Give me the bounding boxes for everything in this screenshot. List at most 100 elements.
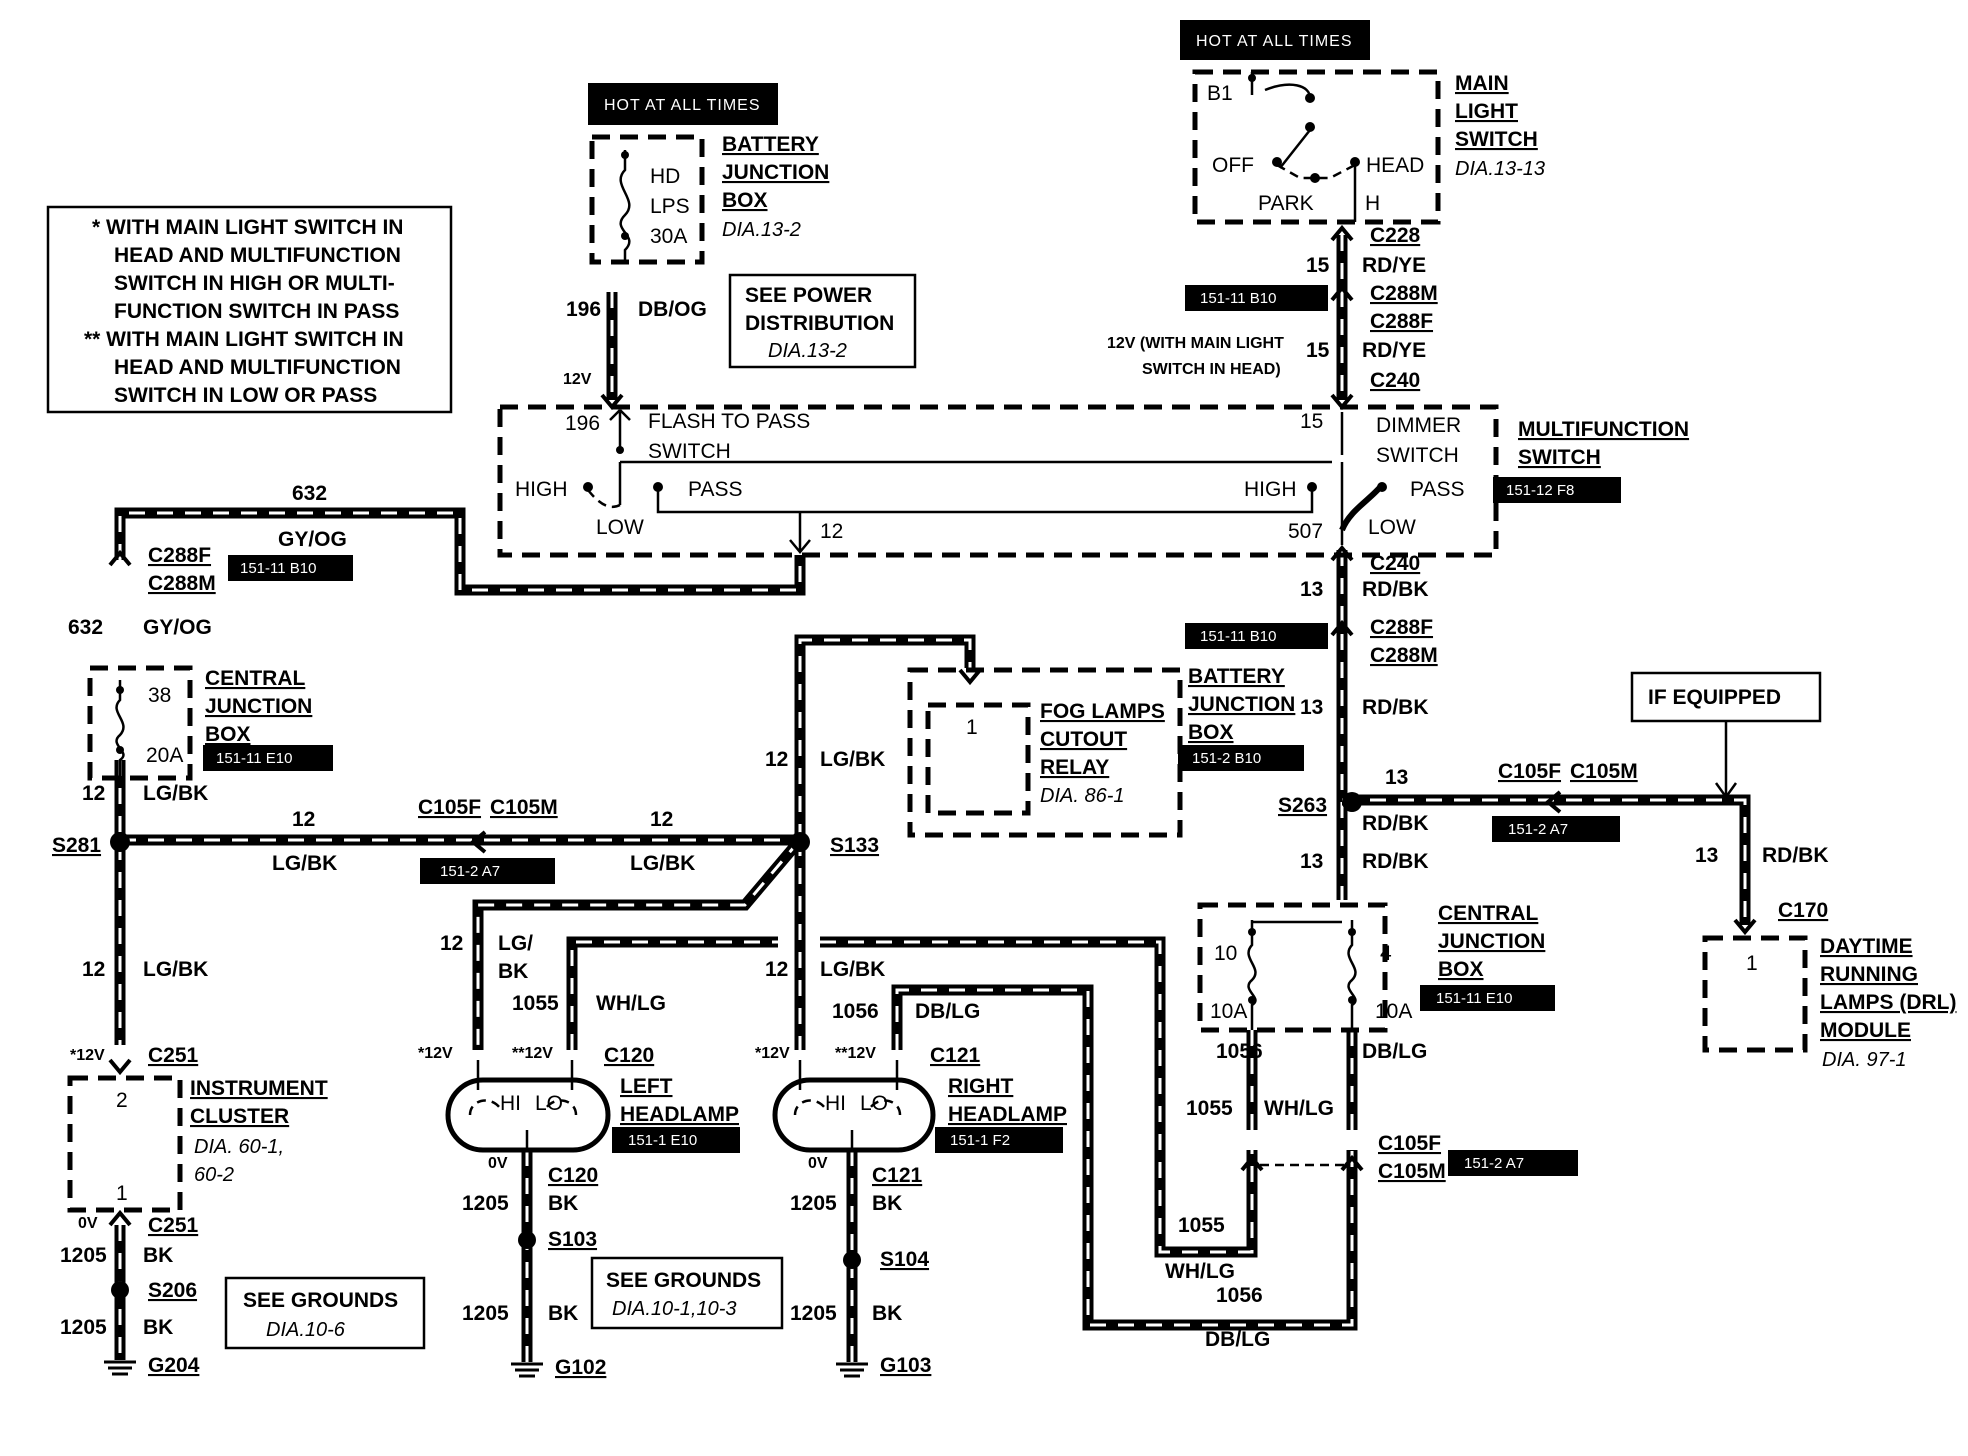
diagram-label: HIGH: [1244, 478, 1297, 501]
diagram-label: C120: [604, 1044, 654, 1067]
diagram-label: BK: [548, 1302, 578, 1325]
splice-dots: [110, 792, 1362, 1299]
diagram-label: LG/BK: [630, 852, 695, 875]
main-light-switch-internals: [1248, 72, 1360, 222]
diagram-label: 1055: [1178, 1214, 1225, 1237]
if-equipped-box: [1630, 671, 1822, 723]
diagram-label: BK: [143, 1244, 173, 1267]
notes-text: * WITH MAIN LIGHT SWITCH IN HEAD AND MUL…: [84, 216, 404, 407]
diagram-label: BOX: [1438, 958, 1484, 981]
see-power-box: [728, 273, 917, 369]
diagram-label: 632: [292, 482, 327, 505]
note-line-6: HEAD AND MULTIFUNCTION: [114, 356, 401, 379]
diagram-label: DIA.13-13: [1455, 158, 1545, 180]
diagram-label: 151-1 E10: [628, 1132, 697, 1149]
diagram-label: 1056: [1216, 1284, 1263, 1307]
diagram-label: 1205: [60, 1244, 107, 1267]
diagram-label: 10: [1214, 942, 1237, 965]
diagram-label: LOW: [1368, 516, 1416, 539]
diagram-label: 151-11 B10: [1200, 628, 1276, 645]
diagram-label: B1: [1207, 82, 1233, 105]
diagram-label: JUNCTION: [1438, 930, 1545, 953]
battery-jb-mid-name: BATTERY: [1188, 665, 1285, 688]
notes-box: [46, 205, 453, 414]
diagram-label: BOX: [205, 723, 251, 746]
diagram-label: 12: [820, 520, 843, 543]
diagram-label: 12: [292, 808, 315, 831]
diagram-label: 15: [1306, 254, 1330, 277]
diagram-label: 632: [68, 616, 103, 639]
diagram-label: 15: [1300, 410, 1323, 433]
diagram-label: 13: [1385, 766, 1408, 789]
diagram-label: 12V: [563, 371, 592, 388]
diagram-label: 0V: [488, 1155, 508, 1172]
diagram-label: 20A: [146, 744, 183, 767]
note-line-5: ** WITH MAIN LIGHT SWITCH IN: [84, 328, 404, 351]
diagram-label: LG/: [498, 932, 533, 955]
diagram-label: 151-2 A7: [440, 863, 500, 880]
diagram-label: G204: [148, 1354, 200, 1377]
diagram-label: 13: [1300, 696, 1323, 719]
diagram-label: SWITCH: [1376, 444, 1459, 467]
battery-jb-top-name: BATTERY: [722, 133, 819, 156]
multifunction-switch-name: MULTIFUNCTION: [1518, 418, 1689, 441]
diagram-label: HI: [500, 1092, 521, 1115]
diagram-label: 196: [565, 412, 600, 435]
diagram-label: C288F: [1370, 616, 1433, 639]
diagram-label: 15: [1306, 339, 1330, 362]
diagram-label: LG/BK: [272, 852, 337, 875]
diagram-label: 12: [440, 932, 463, 955]
diagram-label: **12V: [512, 1045, 553, 1062]
diagram-label: G103: [880, 1354, 931, 1377]
diagram-label: 12: [650, 808, 673, 831]
diagram-label: 4: [1380, 942, 1392, 965]
diagram-label: C105F: [1498, 760, 1561, 783]
diagram-label: LO: [535, 1092, 563, 1115]
diagram-label: 151-2 A7: [1508, 821, 1568, 838]
diagram-label: DIA.10-6: [266, 1319, 346, 1341]
diagram-label: 1205: [790, 1192, 837, 1215]
connector-symbols: [108, 224, 1757, 1227]
fuse-hd-lps: [619, 150, 631, 262]
diagram-label: C288F: [148, 544, 211, 567]
central-junction-box-left: [87, 665, 193, 781]
fog-lamps-cutout-relay: [925, 702, 1031, 816]
note-line-3: SWITCH IN HIGH OR MULTI-: [114, 272, 395, 295]
drl-module-name: DAYTIME: [1820, 935, 1913, 958]
diagram-label: 151-11 B10: [1200, 290, 1276, 307]
diagram-label: WH/LG: [596, 992, 666, 1015]
diagram-label: JUNCTION: [1188, 693, 1295, 716]
diagram-label: DB/LG: [1205, 1328, 1270, 1351]
diagram-label: C288M: [1370, 282, 1438, 305]
diagram-label: *12V: [755, 1045, 790, 1062]
diagram-label: S281: [52, 834, 101, 857]
right-headlamp: HI LO: [772, 1060, 936, 1153]
diagram-label: LIGHT: [1455, 100, 1518, 123]
diagram-label: PARK: [1258, 192, 1314, 215]
diagram-label: HEADLAMP: [948, 1103, 1067, 1126]
diagram-label: MODULE: [1820, 1019, 1911, 1042]
battery-junction-box-mid: [907, 667, 1183, 838]
diagram-label: 13: [1300, 850, 1323, 873]
diagram-label: 12: [765, 958, 788, 981]
diagram-label: 0V: [78, 1215, 98, 1232]
diagram-label: PASS: [1410, 478, 1464, 501]
diagram-label: RD/YE: [1362, 339, 1426, 362]
diagram-label: 151-2 A7: [1464, 1155, 1524, 1172]
diagram-label: LAMPS (DRL): [1820, 991, 1956, 1014]
hot-label-battery: [588, 83, 778, 125]
diagram-label: SWITCH: [1518, 446, 1601, 469]
diagram-label: SWITCH IN HEAD): [1142, 361, 1281, 378]
diagram-label: SEE GROUNDS: [606, 1269, 761, 1292]
diagram-label: H: [1365, 192, 1380, 215]
main-light-switch-name: MAIN: [1455, 72, 1509, 95]
diagram-label: RD/BK: [1762, 844, 1829, 867]
diagram-label: 12: [765, 748, 788, 771]
diagram-label: BOX: [1188, 721, 1234, 744]
voltage-labels: *12V *12V **12V *12V **12V 0V 0V 0V: [70, 1045, 876, 1232]
diagram-label: C120: [548, 1164, 598, 1187]
diagram-label: 1205: [60, 1316, 107, 1339]
diagram-label: 2: [116, 1089, 128, 1112]
diagram-label: 151-11 E10: [216, 750, 292, 767]
